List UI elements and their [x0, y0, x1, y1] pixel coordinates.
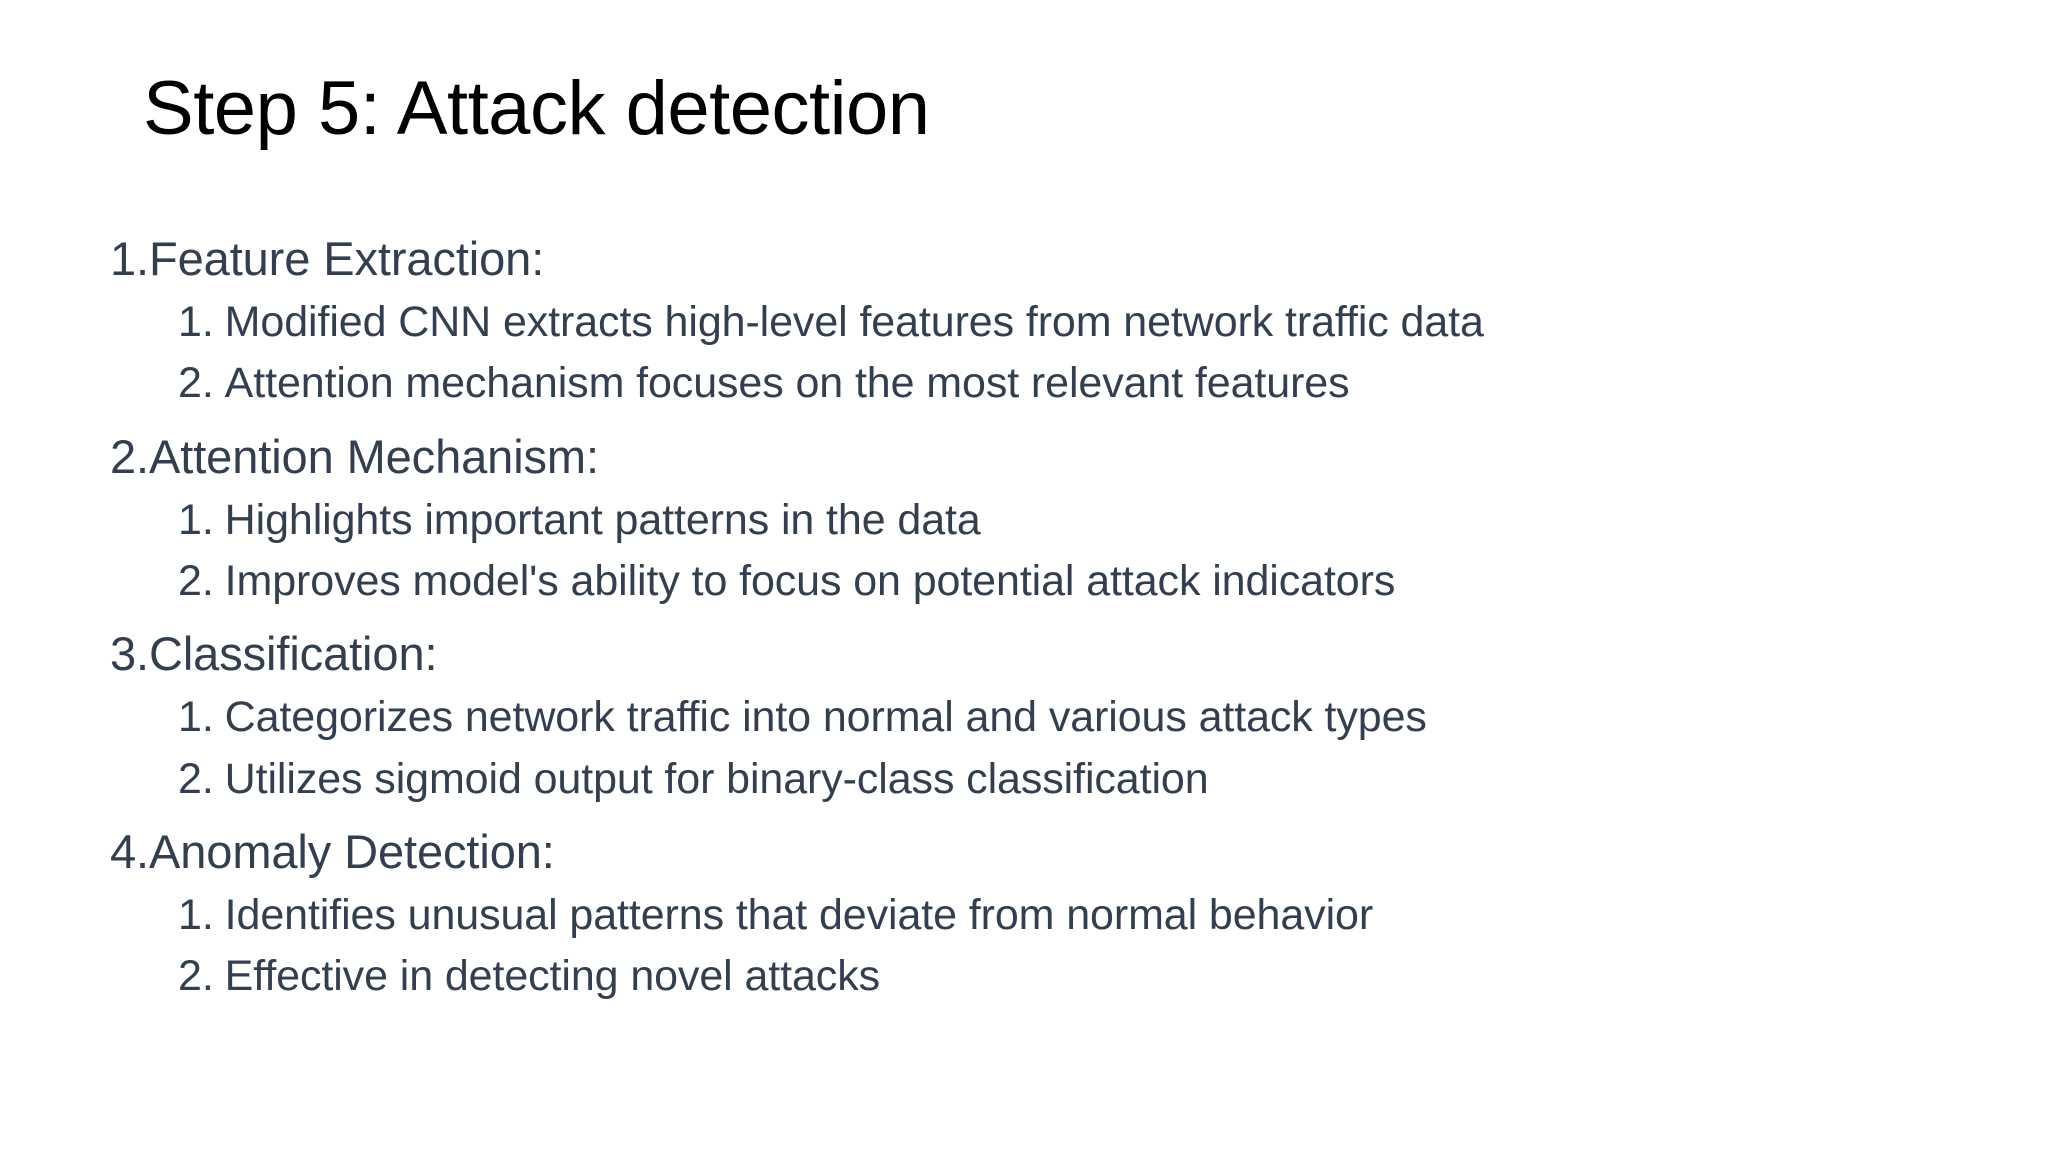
outline-item-number: 2. — [110, 429, 149, 483]
outline-item-number: 3. — [110, 627, 149, 681]
outline-item-label: Anomaly Detection: — [149, 824, 555, 878]
outline-subitem-number: 2. — [178, 754, 214, 803]
outline-group: 4.Anomaly Detection: 1.Identifies unusua… — [110, 821, 1970, 1019]
outline-item-level2: 2.Attention mechanism focuses on the mos… — [110, 354, 1970, 413]
outline-subitem-label: Categorizes network traffic into normal … — [224, 693, 1427, 742]
outline-item-level2: 1.Highlights important patterns in the d… — [110, 491, 1970, 550]
outline-item-level2: 1.Modified CNN extracts high-level featu… — [110, 293, 1970, 352]
outline-item-label: Classification: — [149, 627, 438, 681]
outline-group: 1.Feature Extraction: 1.Modified CNN ext… — [110, 228, 1970, 426]
outline-subitem-label: Attention mechanism focuses on the most … — [224, 359, 1350, 408]
outline-sublist: 1.Identifies unusual patterns that devia… — [110, 886, 1970, 1019]
outline-subitem-number: 2. — [178, 952, 214, 1001]
outline-subitem-label: Improves model's ability to focus on pot… — [224, 556, 1396, 605]
slide-body-outline: 1.Feature Extraction: 1.Modified CNN ext… — [110, 228, 1970, 1019]
outline-item-level2: 1.Identifies unusual patterns that devia… — [110, 886, 1970, 945]
outline-item-level1: 2.Attention Mechanism: — [110, 426, 1970, 489]
outline-item-label: Feature Extraction: — [149, 232, 545, 285]
outline-item-level2: 2.Effective in detecting novel attacks — [110, 947, 1970, 1006]
outline-sublist: 1.Modified CNN extracts high-level featu… — [110, 293, 1970, 426]
outline-item-number: 4. — [110, 824, 149, 878]
outline-subitem-number: 1. — [178, 890, 214, 939]
outline-item-level2: 2.Utilizes sigmoid output for binary-cla… — [110, 750, 1970, 809]
outline-item-level2: 2.Improves model's ability to focus on p… — [110, 552, 1970, 611]
outline-subitem-label: Identifies unusual patterns that deviate… — [224, 890, 1374, 939]
outline-item-level1: 1.Feature Extraction: — [110, 228, 1970, 291]
outline-subitem-number: 1. — [178, 297, 214, 346]
outline-subitem-label: Highlights important patterns in the dat… — [224, 495, 981, 544]
outline-item-level1: 4.Anomaly Detection: — [110, 821, 1970, 884]
outline-item-level2: 1.Categorizes network traffic into norma… — [110, 688, 1970, 747]
outline-subitem-label: Effective in detecting novel attacks — [224, 952, 880, 1001]
slide-title: Step 5: Attack detection — [143, 66, 930, 151]
outline-subitem-number: 1. — [178, 693, 214, 742]
outline-subitem-label: Modified CNN extracts high-level feature… — [224, 297, 1484, 346]
outline-subitem-number: 2. — [178, 556, 214, 605]
outline-item-level1: 3.Classification: — [110, 623, 1970, 686]
outline-item-label: Attention Mechanism: — [149, 429, 599, 483]
outline-subitem-label: Utilizes sigmoid output for binary-class… — [224, 754, 1209, 803]
outline-subitem-number: 2. — [178, 359, 214, 408]
outline-group: 2.Attention Mechanism: 1.Highlights impo… — [110, 426, 1970, 624]
outline-group: 3.Classification: 1.Categorizes network … — [110, 623, 1970, 821]
outline-subitem-number: 1. — [178, 495, 214, 544]
outline-sublist: 1.Categorizes network traffic into norma… — [110, 688, 1970, 821]
outline-item-number: 1. — [110, 232, 149, 285]
outline-sublist: 1.Highlights important patterns in the d… — [110, 491, 1970, 624]
